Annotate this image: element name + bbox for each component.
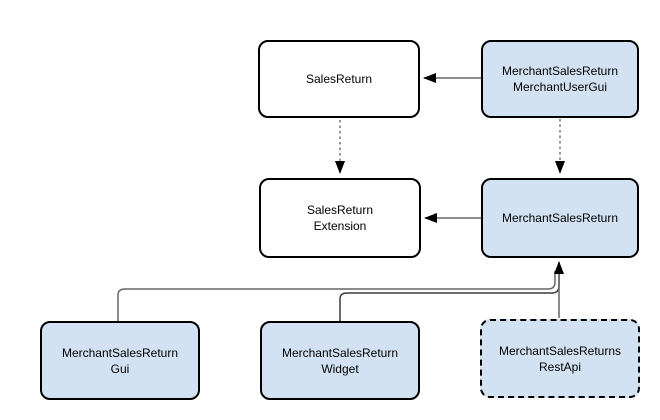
node-merchant-sales-return: MerchantSalesReturn xyxy=(481,178,639,258)
node-label-line: MerchantSalesReturn xyxy=(501,211,619,225)
node-sales-return: SalesReturn xyxy=(258,40,420,118)
node-label-line: Gui xyxy=(110,361,130,376)
node-merchant-sales-return-widget: MerchantSalesReturn Widget xyxy=(260,321,420,400)
node-sales-return-extension: SalesReturn Extension xyxy=(259,178,421,258)
node-label: SalesReturn Extension xyxy=(307,202,373,234)
node-label-line: SalesReturn xyxy=(305,72,373,86)
node-label-line: MerchantSalesReturns xyxy=(498,343,622,358)
node-label: SalesReturn xyxy=(306,71,372,87)
node-label: MerchantSalesReturns RestApi xyxy=(499,343,621,375)
node-label: MerchantSalesReturn MerchantUserGui xyxy=(502,63,618,95)
node-label: MerchantSalesReturn Gui xyxy=(62,345,178,377)
node-label: MerchantSalesReturn xyxy=(502,210,618,226)
node-label-line: MerchantSalesReturn xyxy=(281,345,399,360)
node-label-line: Extension xyxy=(313,219,367,233)
node-label-line: MerchantSalesReturn xyxy=(501,64,619,78)
node-label: MerchantSalesReturn Widget xyxy=(282,345,398,377)
node-label-line: MerchantSalesReturn xyxy=(61,345,179,360)
node-merchant-sales-return-gui: MerchantSalesReturn Gui xyxy=(40,321,200,400)
node-label-line: MerchantUserGui xyxy=(512,80,608,94)
edge-merchant-sales-return-widget-to-merchant-sales-return xyxy=(339,269,560,321)
edge-merchant-sales-return-gui-to-merchant-sales-return xyxy=(117,271,556,321)
node-label-line: RestApi xyxy=(538,359,582,374)
node-label-line: Widget xyxy=(321,361,359,376)
node-merchant-sales-returns-rest-api: MerchantSalesReturns RestApi xyxy=(480,319,640,398)
node-label-line: SalesReturn xyxy=(306,203,374,217)
node-merchant-sales-return-merchant-user-gui: MerchantSalesReturn MerchantUserGui xyxy=(481,40,639,118)
